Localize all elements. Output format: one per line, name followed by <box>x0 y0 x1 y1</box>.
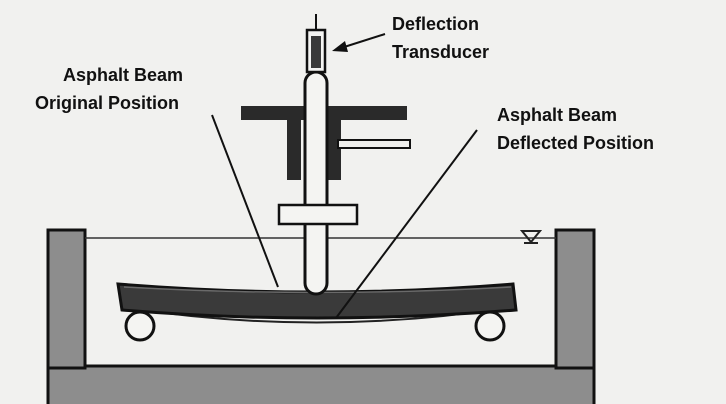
deflected-position-leader <box>335 129 478 319</box>
tank-left-wall <box>46 228 87 370</box>
transducer-label-line1: Deflection <box>392 14 480 34</box>
water-level-triangle-icon <box>519 230 543 244</box>
left-support-roller <box>124 310 156 342</box>
right-support-roller <box>474 310 506 342</box>
loading-rod <box>303 70 329 296</box>
tank-right-wall <box>554 228 596 370</box>
tank-base <box>46 364 596 404</box>
loading-frame-left-leg <box>287 106 301 180</box>
transducer-leader-arrow <box>332 33 386 52</box>
deflected-position-label-line1: Asphalt Beam <box>497 105 618 125</box>
transducer-core <box>311 36 321 68</box>
original-position-label-line2: Original Position <box>35 93 180 113</box>
deflected-position-label-line2: Deflected Position <box>497 133 655 153</box>
rod-clamp-block <box>277 203 359 226</box>
loading-frame-side-arm <box>337 139 411 149</box>
original-position-label-line1: Asphalt Beam <box>63 65 184 85</box>
loading-frame-top-right <box>327 106 407 120</box>
original-position-leader <box>211 114 279 288</box>
loading-frame-right-leg <box>327 106 341 180</box>
transducer-label-line2: Transducer <box>392 42 490 62</box>
